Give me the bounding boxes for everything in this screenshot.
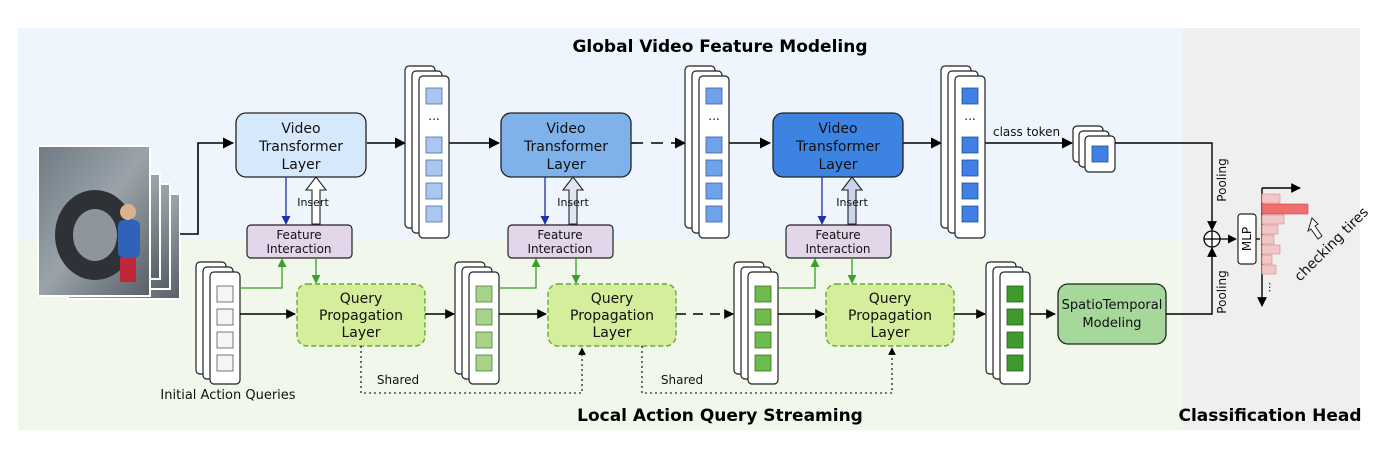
fi2-line1: Feature bbox=[537, 228, 582, 242]
stack1-ellipsis: ... bbox=[428, 109, 439, 123]
query-stack-3 bbox=[985, 261, 1031, 385]
qp2-line1: Query bbox=[591, 291, 634, 307]
fi2-line2: Interaction bbox=[527, 242, 592, 256]
hollow-arrow-icon bbox=[304, 176, 328, 225]
qp2-line2: Propagation bbox=[570, 308, 654, 324]
video-transformer-layer-1: Video Transformer Layer bbox=[235, 112, 367, 178]
pooling-label-bottom: Pooling bbox=[1215, 270, 1229, 313]
feature-interaction-3: Feature Interaction bbox=[785, 224, 892, 259]
class-token-stack bbox=[1072, 125, 1116, 173]
token-stack-3: ... bbox=[940, 65, 986, 239]
st-line2: Modeling bbox=[1082, 316, 1141, 331]
hollow-arrow-icon bbox=[840, 176, 864, 225]
stack3-ellipsis: ... bbox=[964, 109, 975, 123]
class-token-label: class token bbox=[993, 125, 1060, 139]
hollow-arrow-icon bbox=[1307, 217, 1323, 240]
tl3-line3: Layer bbox=[818, 157, 857, 173]
query-propagation-layer-1: Query Propagation Layer bbox=[296, 283, 426, 347]
head-title: Classification Head bbox=[1178, 406, 1361, 426]
fi3-line2: Interaction bbox=[805, 242, 870, 256]
local-title: Local Action Query Streaming bbox=[577, 406, 863, 426]
initial-queries-label: Initial Action Queries bbox=[160, 388, 295, 403]
shared-label-2: Shared bbox=[661, 373, 703, 387]
query-propagation-layer-3: Query Propagation Layer bbox=[825, 283, 955, 347]
feature-interaction-2: Feature Interaction bbox=[507, 224, 614, 259]
qp1-line1: Query bbox=[340, 291, 383, 307]
hollow-arrow-icon bbox=[561, 176, 585, 225]
token-stack-2: ... bbox=[684, 65, 730, 239]
tl1-line1: Video bbox=[281, 121, 320, 137]
feature-interaction-1: Feature Interaction bbox=[246, 224, 353, 259]
oplus-icon bbox=[1203, 230, 1221, 248]
spatiotemporal-modeling-block: SpatioTemporal Modeling bbox=[1057, 283, 1167, 345]
qp3-line1: Query bbox=[869, 291, 912, 307]
qp1-line3: Layer bbox=[341, 325, 380, 341]
stack2-ellipsis: ... bbox=[708, 109, 719, 123]
tl2-line2: Transformer bbox=[523, 139, 608, 155]
fi1-line1: Feature bbox=[276, 228, 321, 242]
qp1-line2: Propagation bbox=[319, 308, 403, 324]
video-transformer-layer-2: Video Transformer Layer bbox=[500, 112, 632, 178]
pooling-label-top: Pooling bbox=[1215, 158, 1229, 201]
fi3-line1: Feature bbox=[815, 228, 860, 242]
qp2-line3: Layer bbox=[592, 325, 631, 341]
query-propagation-layer-2: Query Propagation Layer bbox=[547, 283, 677, 347]
qp3-line2: Propagation bbox=[848, 308, 932, 324]
st-line1: SpatioTemporal bbox=[1062, 298, 1163, 313]
token-stack-1: ... bbox=[404, 65, 450, 239]
query-stack-2 bbox=[733, 261, 779, 385]
insert-label-1: Insert bbox=[297, 196, 329, 209]
global-title: Global Video Feature Modeling bbox=[572, 37, 867, 57]
tl2-line1: Video bbox=[546, 121, 585, 137]
input-video-frames bbox=[37, 145, 181, 300]
fi1-line2: Interaction bbox=[266, 242, 331, 256]
histogram-dots: ... bbox=[1266, 282, 1279, 293]
mlp-block: MLP bbox=[1237, 213, 1257, 265]
initial-query-stack bbox=[195, 261, 241, 385]
insert-label-3: Insert bbox=[836, 196, 868, 209]
shared-label-1: Shared bbox=[377, 373, 419, 387]
tl2-line3: Layer bbox=[546, 157, 585, 173]
prediction-histogram: ... bbox=[1257, 183, 1323, 307]
qp3-line3: Layer bbox=[870, 325, 909, 341]
insert-label-2: Insert bbox=[557, 196, 589, 209]
query-stack-1 bbox=[454, 261, 500, 385]
mlp-label: MLP bbox=[1240, 227, 1254, 251]
video-transformer-layer-3: Video Transformer Layer bbox=[772, 112, 904, 178]
tl3-line1: Video bbox=[818, 121, 857, 137]
tl1-line2: Transformer bbox=[258, 139, 343, 155]
tl3-line2: Transformer bbox=[795, 139, 880, 155]
tl1-line3: Layer bbox=[281, 157, 320, 173]
